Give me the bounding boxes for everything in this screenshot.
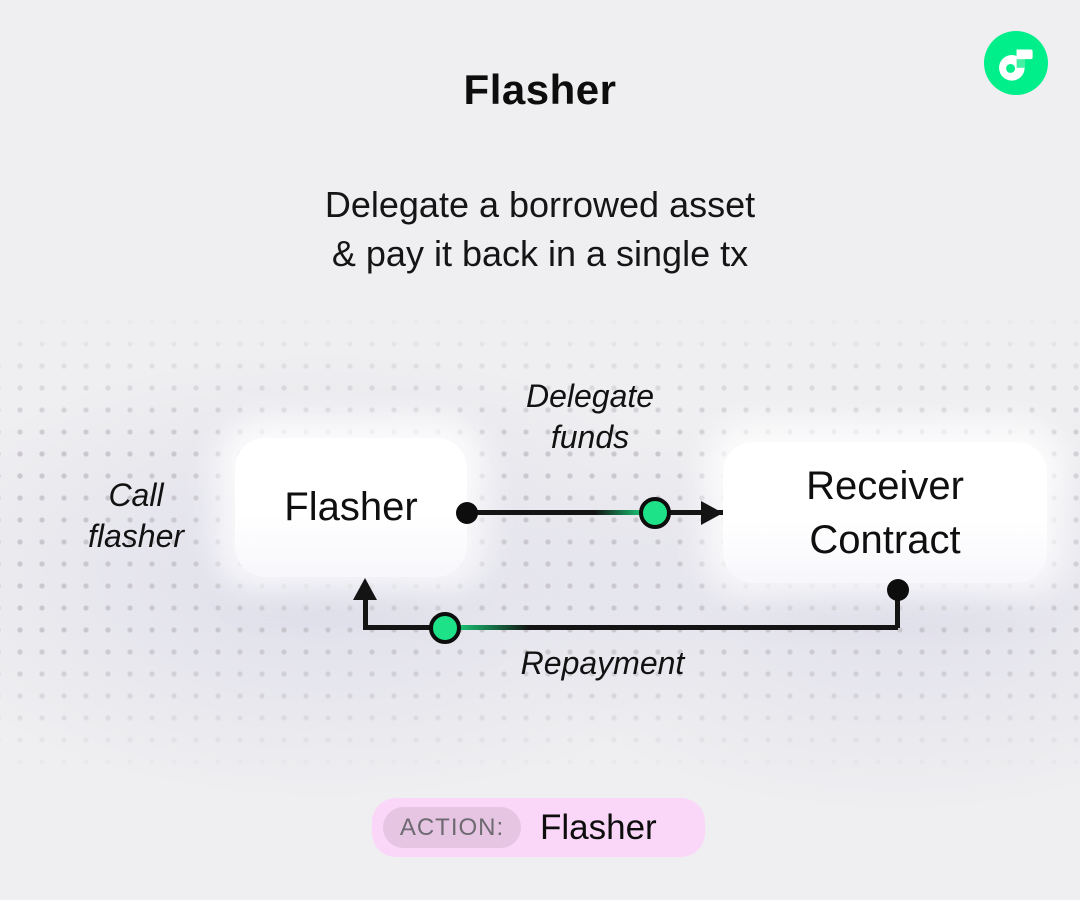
delegate-token-circle (639, 497, 671, 529)
action-badge-tag: ACTION: (383, 807, 521, 848)
flasher-node-label: Flasher (284, 485, 418, 529)
page-subtitle: Delegate a borrowed asset & pay it back … (0, 180, 1080, 278)
flow-logo-icon (984, 31, 1048, 95)
subtitle-line-1: Delegate a borrowed asset (324, 184, 756, 225)
call-flasher-line-2: flasher (87, 518, 185, 554)
action-badge-value: Flasher (540, 807, 657, 847)
repayment-token-circle (429, 612, 461, 644)
delegate-edge-line (467, 510, 723, 515)
delegate-funds-line-2: funds (550, 419, 630, 455)
repayment-arrowhead-icon (353, 578, 377, 600)
receiver-node-line-1: Receiver (806, 463, 964, 508)
action-badge: ACTION: Flasher (372, 798, 705, 857)
flasher-node: Flasher (235, 438, 467, 577)
delegate-funds-line-1: Delegate (525, 378, 655, 414)
repayment-edge-horizontal (363, 625, 898, 630)
receiver-contract-node: Receiver Contract (723, 442, 1047, 583)
delegate-funds-label: Delegate funds (470, 376, 710, 458)
repayment-edge-vertical-right (895, 594, 900, 628)
call-flasher-line-1: Call (108, 477, 164, 513)
receiver-node-line-2: Contract (809, 517, 961, 562)
page-title: Flasher (463, 66, 617, 113)
flasher-output-dot (456, 502, 478, 524)
repayment-label: Repayment (520, 645, 685, 681)
call-flasher-label: Call flasher (30, 475, 242, 557)
receiver-node-label: Receiver Contract (806, 459, 964, 567)
delegate-arrowhead-icon (701, 501, 723, 525)
subtitle-line-2: & pay it back in a single tx (331, 233, 749, 274)
repayment-edge-vertical-left (363, 597, 368, 628)
receiver-output-dot (887, 579, 909, 601)
